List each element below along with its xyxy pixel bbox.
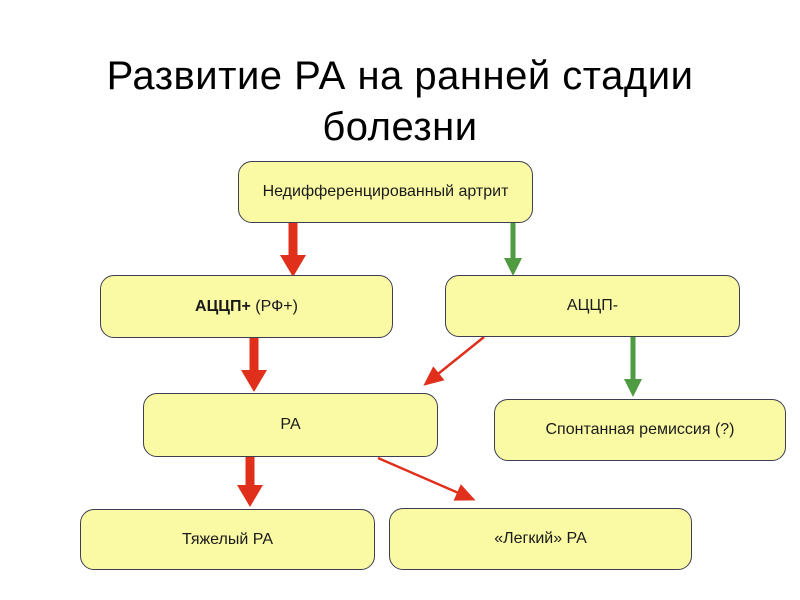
arrow-undiff-to-accp-positive <box>280 223 306 277</box>
node-spontaneous-remission: Спонтанная ремиссия (?) <box>494 399 786 461</box>
node-accp-negative-label: АЦЦП- <box>566 297 619 315</box>
node-undifferentiated-arthritis-label: Недифференцированный артрит <box>262 183 509 201</box>
arrow-undiff-to-accp-negative <box>504 223 522 276</box>
page-title-line1: Развитие РА на ранней стадии <box>106 53 694 98</box>
arrow-ra-to-mild-ra <box>377 456 476 501</box>
node-ra: РА <box>143 393 438 457</box>
node-accp-positive-label: АЦЦП+ (РФ+) <box>195 296 298 318</box>
node-ra-label: РА <box>280 416 301 434</box>
node-accp-positive-label-normal: (РФ+) <box>255 297 298 315</box>
node-accp-positive-label-bold: АЦЦП+ <box>195 297 251 315</box>
arrow-accp-negative-to-remission <box>624 337 642 397</box>
node-severe-ra: Тяжелый РА <box>80 509 375 570</box>
node-mild-ra: «Легкий» РА <box>389 508 692 570</box>
node-accp-negative: АЦЦП- <box>445 275 740 337</box>
node-spontaneous-remission-label: Спонтанная ремиссия (?) <box>545 421 735 439</box>
page-title: Развитие РА на ранней стадии болезни <box>0 51 800 153</box>
arrow-accp-negative-to-ra <box>423 336 485 386</box>
node-accp-positive: АЦЦП+ (РФ+) <box>100 275 393 338</box>
arrow-accp-positive-to-ra <box>241 338 267 392</box>
node-severe-ra-label: Тяжелый РА <box>181 530 274 548</box>
page-title-line2: болезни <box>322 104 478 149</box>
arrow-ra-to-severe-ra <box>237 457 263 507</box>
node-undifferentiated-arthritis: Недифференцированный артрит <box>238 161 533 223</box>
node-mild-ra-label: «Легкий» РА <box>494 530 587 548</box>
